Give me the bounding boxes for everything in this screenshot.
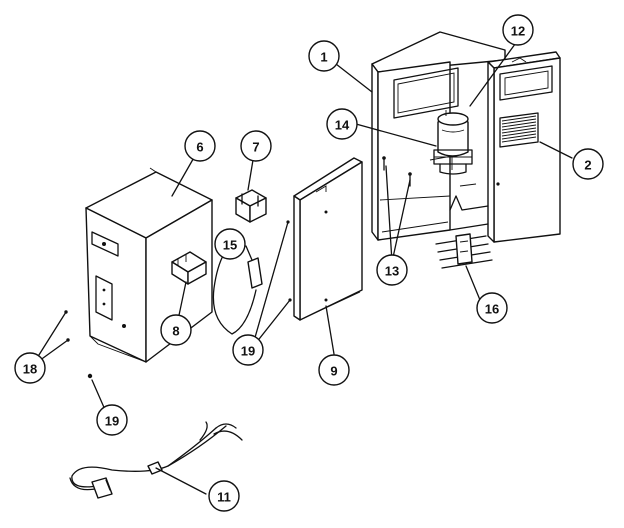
part-rear-housing bbox=[371, 31, 506, 241]
part-switch bbox=[235, 189, 267, 223]
callout-label-16: 16 bbox=[485, 302, 499, 317]
part-strap bbox=[433, 149, 473, 175]
screw-dot bbox=[87, 373, 93, 379]
callout-label-6: 6 bbox=[196, 140, 203, 155]
callout-label-9: 9 bbox=[330, 364, 337, 379]
callout-9: 9 bbox=[318, 354, 350, 386]
callout-8: 8 bbox=[160, 314, 192, 346]
callout-16: 16 bbox=[476, 292, 508, 324]
callout-label-13: 13 bbox=[385, 264, 399, 279]
callout-7: 7 bbox=[240, 130, 272, 162]
callout-label-15: 15 bbox=[223, 238, 237, 253]
callout-label-8: 8 bbox=[172, 324, 179, 339]
callout-19-lower: 19 bbox=[96, 404, 128, 436]
callout-19-upper: 19 bbox=[232, 334, 264, 366]
callout-label-11: 11 bbox=[217, 490, 231, 505]
callout-label-1: 1 bbox=[320, 50, 327, 65]
callout-label-2: 2 bbox=[584, 158, 591, 173]
part-terminal bbox=[212, 247, 263, 335]
callout-2: 2 bbox=[572, 148, 604, 180]
callout-18: 18 bbox=[14, 352, 46, 384]
callout-6: 6 bbox=[184, 130, 216, 162]
callout-label-18: 18 bbox=[23, 362, 37, 377]
callout-14: 14 bbox=[326, 108, 358, 140]
callout-12: 12 bbox=[502, 14, 534, 46]
part-control-box bbox=[85, 167, 213, 363]
part-compressor bbox=[437, 110, 469, 157]
part-capacitor bbox=[171, 251, 207, 285]
callout-15: 15 bbox=[214, 228, 246, 260]
callout-label-7: 7 bbox=[252, 140, 259, 155]
callout-label-19-upper: 19 bbox=[241, 344, 255, 359]
part-front-panel bbox=[487, 51, 561, 243]
callout-label-19-lower: 19 bbox=[105, 414, 119, 429]
part-side-panel bbox=[293, 157, 363, 321]
part-power-cord bbox=[69, 421, 243, 499]
callout-1: 1 bbox=[308, 40, 340, 72]
callout-label-12: 12 bbox=[511, 24, 525, 39]
callout-13: 13 bbox=[376, 254, 408, 286]
part-connector bbox=[435, 233, 493, 269]
callout-11: 11 bbox=[208, 480, 240, 512]
callout-label-14: 14 bbox=[335, 118, 350, 133]
